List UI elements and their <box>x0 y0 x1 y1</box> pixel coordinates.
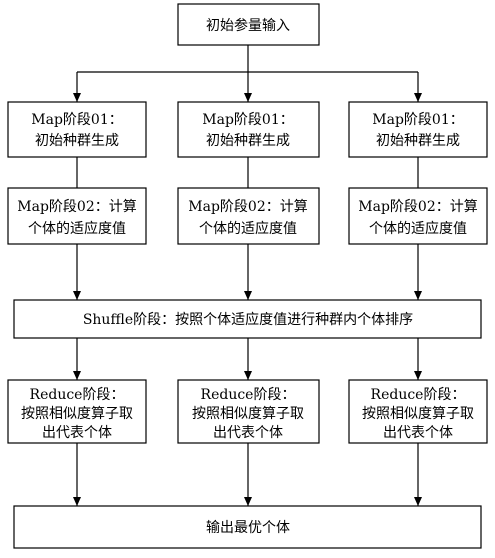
reduce-box-3 <box>348 379 488 444</box>
reduce-3-line1: Reduce阶段： <box>371 387 466 403</box>
map01-1-line2: 初始种群生成 <box>35 132 119 149</box>
map02-3-line1: Map阶段02：计算 <box>358 199 477 215</box>
reduce-box-2 <box>177 379 320 444</box>
map01-node-3: Map阶段01： 初始种群生成 <box>348 101 488 158</box>
map02-1-line2: 个体的适应度值 <box>28 220 126 237</box>
map02-node-2: Map阶段02：计算 个体的适应度值 <box>177 187 320 245</box>
map01-2-line1: Map阶段01： <box>202 112 293 128</box>
map02-2-line1: Map阶段02：计算 <box>188 199 307 215</box>
map02-box-1 <box>7 187 147 245</box>
reduce-3-line2: 按照相似度算子取 <box>362 406 474 422</box>
reduce-node-3: Reduce阶段： 按照相似度算子取 出代表个体 <box>348 379 488 444</box>
reduce-1-line1: Reduce阶段： <box>30 387 125 403</box>
map01-2-line2: 初始种群生成 <box>206 132 290 149</box>
map01-1-line1: Map阶段01： <box>31 112 122 128</box>
start-box <box>177 3 320 46</box>
map02-box-3 <box>348 187 488 245</box>
reduce-1-line3: 出代表个体 <box>42 425 112 441</box>
reduce-node-1: Reduce阶段： 按照相似度算子取 出代表个体 <box>7 379 147 444</box>
map01-box-3 <box>348 101 488 158</box>
connectors <box>73 45 422 506</box>
map02-box-2 <box>177 187 320 245</box>
reduce-node-2: Reduce阶段： 按照相似度算子取 出代表个体 <box>177 379 320 444</box>
map02-2-line2: 个体的适应度值 <box>199 220 297 237</box>
map01-3-line2: 初始种群生成 <box>376 132 460 149</box>
map01-node-1: Map阶段01： 初始种群生成 <box>7 101 147 158</box>
map01-node-2: Map阶段01： 初始种群生成 <box>177 101 320 158</box>
map02-1-line1: Map阶段02：计算 <box>17 199 136 215</box>
output-box <box>13 505 482 549</box>
map02-3-line2: 个体的适应度值 <box>369 220 467 237</box>
map01-3-line1: Map阶段01： <box>372 112 463 128</box>
output-label: 输出最优个体 <box>206 520 290 536</box>
reduce-2-line2: 按照相似度算子取 <box>192 406 304 422</box>
reduce-box-1 <box>7 379 147 444</box>
start-label: 初始参量输入 <box>206 17 290 34</box>
shuffle-node: Shuffle阶段：按照个体适应度值进行种群内个体排序 <box>13 299 482 339</box>
map01-box-1 <box>7 101 147 158</box>
shuffle-box <box>13 299 482 339</box>
start-node: 初始参量输入 <box>177 3 320 46</box>
map02-node-3: Map阶段02：计算 个体的适应度值 <box>348 187 488 245</box>
reduce-2-line1: Reduce阶段： <box>201 387 296 403</box>
reduce-1-line2: 按照相似度算子取 <box>21 406 133 422</box>
map01-box-2 <box>177 101 320 158</box>
output-node: 输出最优个体 <box>13 505 482 549</box>
reduce-3-line3: 出代表个体 <box>383 425 453 441</box>
reduce-2-line3: 出代表个体 <box>213 425 283 441</box>
map02-node-1: Map阶段02：计算 个体的适应度值 <box>7 187 147 245</box>
shuffle-label: Shuffle阶段：按照个体适应度值进行种群内个体排序 <box>83 311 413 328</box>
